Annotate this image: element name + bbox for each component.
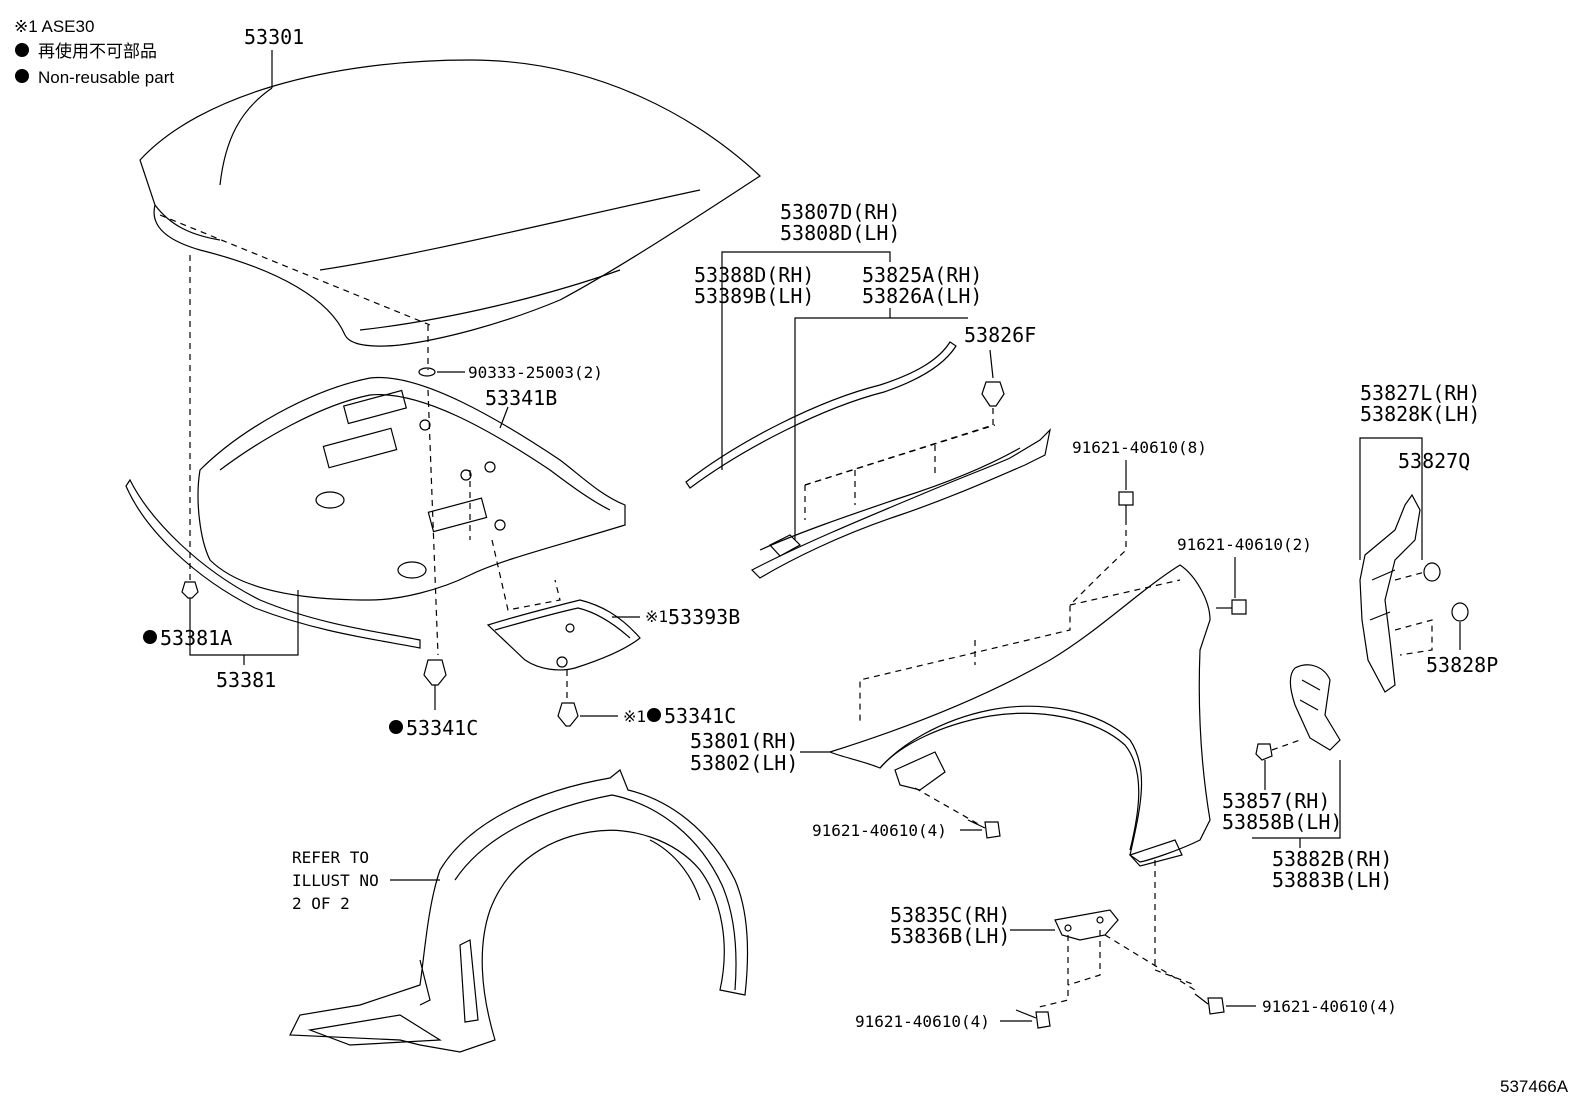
non-reusable-dot-icon [647,708,661,722]
diagram-code: 537466A [1500,1077,1569,1096]
fender-liner-part[interactable] [289,769,749,1053]
protector-clip-label: 53826F [964,323,1036,347]
liner-seal-lh-label: 53858B(LH) [1222,810,1342,834]
liner-clip-guide-line [1271,739,1301,751]
bolt-2-part[interactable] [1216,599,1247,615]
bracket-seal-rh-label: 53827L(RH) [1360,381,1480,405]
cover-part[interactable] [486,599,641,671]
hood-label: 53301 [244,25,304,49]
protector-clip-part[interactable] [981,381,1005,407]
fender-bracket-rh-label: 53835C(RH) [890,903,1010,927]
seal-clip-part[interactable] [181,581,199,608]
splash-seal-lh-label: 53883B(LH) [1272,868,1392,892]
splash-seal-part[interactable] [1289,664,1341,751]
fender-lh-label: 53802(LH) [690,751,798,775]
bracket-guide-line [1394,571,1433,656]
fender-seal-bracket-line [721,251,891,470]
bracket-seal-bracket-line [1359,437,1423,560]
protector-guide-line [804,408,994,486]
hood-insulator-label: 53341B [485,386,557,410]
non-reusable-dot-icon [143,630,157,644]
bracket-seal-lh-label: 53828K(LH) [1360,402,1480,426]
refer-line-1: REFER TO [292,848,369,867]
bolt-8-label: 91621-40610(8) [1072,438,1207,457]
fender-bracket-part[interactable] [1054,909,1119,941]
fender-liner-clip-part[interactable] [1255,743,1273,761]
bolt-4a-label: 91621-40610(4) [812,821,947,840]
hood-seal-part[interactable] [125,478,421,649]
fender-seal-sub-lh-label: 53389B(LH) [694,284,814,308]
cover-label: 53393B [668,605,740,629]
fender-guide-line [859,530,1181,725]
cover-asterisk: ※1 [645,607,668,626]
insulator-clip-part[interactable] [423,659,447,686]
bolt-4b-label: 91621-40610(4) [855,1012,990,1031]
hood-bolt-label: 90333-25003(2) [468,363,603,382]
hood-part[interactable] [139,59,761,347]
legend-non-reusable-en: Non-reusable part [38,68,174,87]
fender-protector-lh-label: 53826A(LH) [862,284,982,308]
front-fender-part[interactable] [828,564,1211,867]
splash-seal-rh-label: 53882B(RH) [1272,847,1392,871]
fender-bracket-guide-line [1034,930,1196,1009]
bolt-8-part[interactable] [1118,491,1134,525]
bolt-4c-label: 91621-40610(4) [1262,997,1397,1016]
legend-non-reusable-jp: 再使用不可部品 [38,41,157,61]
refer-line-2: ILLUST NO [292,871,379,890]
hood-bolt-part[interactable] [418,367,436,377]
bolt-4a-part[interactable] [967,819,1001,839]
fender-seal-rh-label: 53807D(RH) [780,200,900,224]
bolt-4c-part[interactable] [1194,993,1225,1015]
fender-protector-rh-label: 53825A(RH) [862,263,982,287]
bracket-clip-q-label: 53827Q [1398,449,1470,473]
bolt-4b-part[interactable] [1015,1009,1051,1029]
bracket-clip-p-label: 53828P [1426,653,1498,677]
non-reusable-dot-icon [389,720,403,734]
fender-bracket-lh-label: 53836B(LH) [890,924,1010,948]
fender-seal-sub-rh-label: 53388D(RH) [694,263,814,287]
cover-clip-asterisk: ※1 [623,707,646,726]
cover-clip-label: 53341C [664,704,736,728]
protector-guide-line [804,424,996,520]
bolt-2-label: 91621-40610(2) [1177,535,1312,554]
non-reusable-dot-icon [15,43,29,57]
protector-clip-leader [989,349,994,379]
cover-clip-part[interactable] [557,702,579,727]
fender-guide-line [1154,860,1196,986]
legend-ase-note: ※1 ASE30 [14,17,94,36]
insulator-clip-label: 53341C [406,716,478,740]
insulator-leader [499,406,509,429]
fender-seal-lh-label: 53808D(LH) [780,221,900,245]
fender-protector-part[interactable] [750,428,1051,579]
insulator-guide-line [491,539,561,611]
hood-guide-line [159,214,431,326]
non-reusable-dot-icon [15,69,29,83]
bracket-seal-part[interactable] [1359,493,1421,693]
insulator-guide-line [427,389,439,656]
liner-seal-rh-label: 53857(RH) [1222,789,1330,813]
protector-bracket-line [794,317,968,540]
bracket-clip-p-part[interactable] [1451,602,1469,622]
bracket-clip-q-part[interactable] [1423,562,1441,582]
refer-line-3: 2 OF 2 [292,894,350,913]
hood-seal-label: 53381 [216,668,276,692]
fender-seal-strip-part[interactable] [685,341,957,489]
hood-insulator-part[interactable] [197,376,626,601]
fender-rh-label: 53801(RH) [690,729,798,753]
splash-seal-bracket-line [1252,760,1341,839]
bolt-4a-guide-line [914,787,981,826]
seal-clip-label: 53381A [160,626,232,650]
